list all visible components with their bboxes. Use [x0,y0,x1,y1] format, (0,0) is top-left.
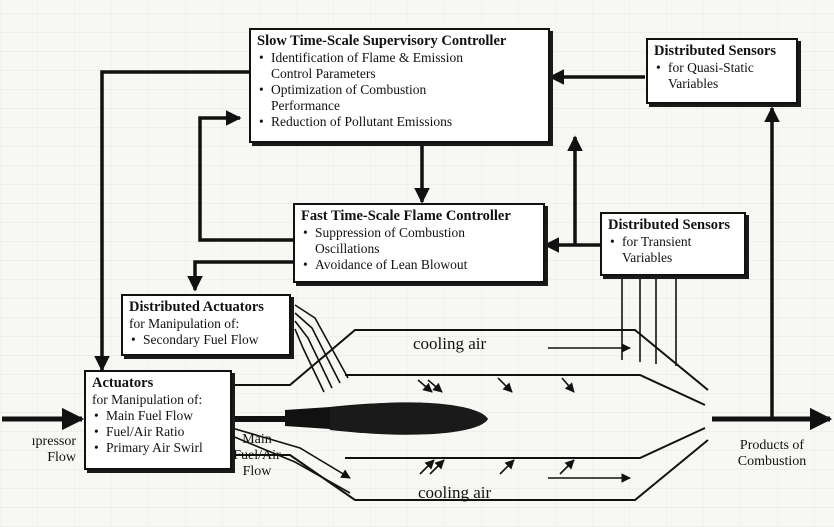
flame-controller-item-continued: Oscillations [315,241,380,256]
distributed-actuators-title: Distributed Actuators [129,299,264,315]
actuators-title: Actuators [92,375,154,391]
quasi-static-sensors-item: for Quasi-Static [654,60,790,76]
products-label-line: Combustion [737,454,807,469]
compressor-flow-label-line: ıpressor [31,434,76,449]
combustor-walls [232,329,709,501]
supervisory-controller-list: Identification of Flame & Emission Contr… [257,50,542,130]
supervisory-controller-box: Slow Time-Scale Supervisory Controller I… [249,28,550,143]
supervisory-item: Optimization of Combustion [257,82,542,98]
actuators-item: Primary Air Swirl [92,440,224,456]
transient-sensors-list: for Transient Variables [608,234,738,266]
actuators-list: Main Fuel Flow Fuel/Air Ratio Primary Ai… [92,408,224,456]
transient-sensors-box: Distributed Sensors for Transient Variab… [600,212,746,276]
actuators-item: Fuel/Air Ratio [92,424,224,440]
compressor-flow-label: ıpressor Flow [12,434,76,466]
supervisory-item-continued: Performance [271,98,340,113]
main-flow-label-line: Fuel/Air [233,448,281,463]
supervisory-item: Reduction of Pollutant Emissions [257,114,542,130]
flame-plume [330,402,488,435]
cooling-air-top-label: cooling air [413,334,487,353]
main-flow-label-line: Flow [242,464,272,479]
distributed-actuators-subtitle: for Manipulation of: [129,316,240,331]
flame-controller-item: Avoidance of Lean Blowout [301,257,537,273]
distributed-actuators-list: Secondary Fuel Flow [129,332,283,348]
flame-controller-list: Suppression of Combustion Oscillations A… [301,225,537,273]
supervisory-item: Identification of Flame & Emission [257,50,542,66]
actuators-item: Main Fuel Flow [92,408,224,424]
products-label: Products of Combustion [720,438,824,470]
flame-controller-item: Suppression of Combustion [301,225,537,241]
transient-sensors-title: Distributed Sensors [608,217,731,233]
actuators-subtitle: for Manipulation of: [92,392,203,407]
sensor-probe-lines [621,275,677,366]
secondary-flow-lines [231,304,351,494]
distributed-actuators-item: Secondary Fuel Flow [129,332,283,348]
supervisory-item-continued: Control Parameters [271,66,376,81]
cooling-air-bottom-label: cooling air [418,483,492,502]
cooling-air-arrows [417,343,631,483]
quasi-static-sensors-list: for Quasi-Static Variables [654,60,790,92]
transient-sensors-item-continued: Variables [622,250,673,265]
actuators-box: Actuators for Manipulation of: Main Fuel… [84,370,232,470]
products-label-line: Products of [739,438,805,453]
quasi-static-sensors-box: Distributed Sensors for Quasi-Static Var… [646,38,798,104]
flame-controller-box: Fast Time-Scale Flame Controller Suppres… [293,203,545,283]
quasi-static-sensors-item-continued: Variables [668,76,719,91]
supervisory-controller-title: Slow Time-Scale Supervisory Controller [257,33,507,49]
flame-controller-title: Fast Time-Scale Flame Controller [301,208,511,224]
transient-sensors-item: for Transient [608,234,738,250]
compressor-flow-label-line: Flow [47,450,76,465]
main-flow-label-line: Main [242,432,272,447]
distributed-actuators-box: Distributed Actuators for Manipulation o… [121,294,291,356]
main-flow-label: Main Fuel/Air Flow [226,432,288,480]
control-signal-lines [94,69,780,419]
quasi-static-sensors-title: Distributed Sensors [654,43,777,59]
